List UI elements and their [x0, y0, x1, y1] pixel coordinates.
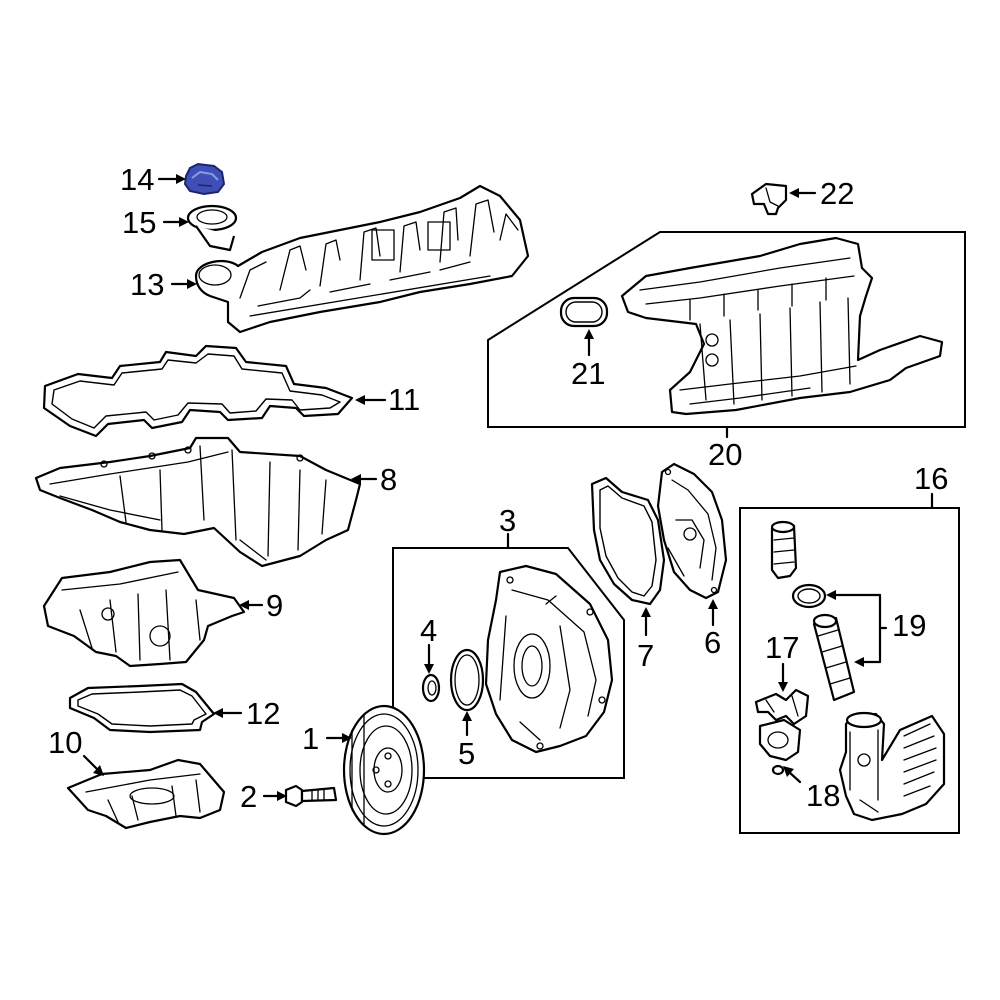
callout-3: 3: [499, 503, 516, 538]
callout-16: 16: [914, 461, 948, 496]
oil-filter-group-box: [739, 507, 960, 834]
callout-10: 10: [48, 725, 82, 760]
leader-18: [787, 770, 802, 784]
leader-10: [82, 754, 100, 772]
callout-1: 1: [302, 721, 319, 756]
filler-neck-seal-part[interactable]: [186, 204, 238, 252]
callout-8: 8: [380, 462, 397, 497]
callout-11: 11: [388, 382, 420, 417]
housing-cover-part[interactable]: [656, 462, 728, 600]
oil-hose-part[interactable]: [754, 688, 810, 726]
arrow-6: [708, 599, 718, 609]
arrow-4: [424, 664, 434, 674]
arrow-15: [179, 217, 189, 227]
callout-2: 2: [240, 779, 257, 814]
arrow-17: [778, 682, 788, 692]
callout-14: 14: [120, 162, 154, 197]
arrow-19b: [854, 657, 864, 667]
arrow-12: [213, 708, 223, 718]
callout-6: 6: [704, 625, 721, 660]
arrow-10: [93, 765, 104, 776]
timing-cover-part[interactable]: [484, 564, 614, 754]
oil-pan-lower-part[interactable]: [42, 558, 246, 668]
callout-5: 5: [458, 736, 475, 771]
arrow-7: [641, 607, 651, 617]
oil-filter-element-part[interactable]: [812, 613, 856, 702]
oil-pan-upper-part[interactable]: [34, 436, 362, 568]
valve-cover-gasket-part[interactable]: [42, 344, 354, 438]
bracket-part[interactable]: [750, 182, 788, 216]
arrow-5: [462, 711, 472, 721]
arrow-2: [277, 791, 287, 801]
intercooler-group-box: [487, 231, 966, 428]
callout-13: 13: [130, 267, 164, 302]
cover-gasket-part[interactable]: [590, 476, 666, 606]
arrow-8: [351, 474, 361, 484]
callout-20: 20: [708, 437, 742, 472]
arrow-1: [342, 733, 352, 743]
arrow-11: [355, 395, 365, 405]
callout-15: 15: [122, 205, 156, 240]
callout-22: 22: [820, 176, 854, 211]
oil-pan-cover-part[interactable]: [66, 758, 226, 830]
filter-adapter-part[interactable]: [758, 718, 802, 776]
callout-21: 21: [571, 356, 605, 391]
callout-12: 12: [246, 696, 280, 731]
intercooler-seal-part[interactable]: [559, 296, 609, 328]
oil-pan-gasket-part[interactable]: [68, 682, 216, 734]
valve-cover-part[interactable]: [194, 184, 530, 334]
front-seal-oring-part[interactable]: [449, 648, 485, 712]
arrow-13: [187, 279, 197, 289]
small-seal-part[interactable]: [421, 673, 441, 703]
crankshaft-pulley-part[interactable]: [342, 704, 426, 836]
arrow-9: [239, 600, 249, 610]
oil-filler-cap-part[interactable]: [183, 162, 226, 196]
arrow-22: [789, 188, 799, 198]
arrow-18: [783, 766, 794, 777]
callout-18: 18: [806, 778, 840, 813]
callout-9: 9: [266, 588, 283, 623]
filter-oring-part[interactable]: [791, 583, 827, 609]
pulley-bolt-part[interactable]: [284, 784, 338, 808]
callout-7: 7: [637, 638, 654, 673]
callout-19: 19: [892, 608, 926, 643]
arrow-19a: [826, 590, 836, 600]
oil-filter-cartridge-part[interactable]: [770, 520, 798, 580]
callout-4: 4: [420, 613, 437, 648]
intercooler-part[interactable]: [620, 236, 944, 416]
arrow-14: [176, 174, 186, 184]
oil-filter-housing-part[interactable]: [838, 711, 946, 822]
callout-17: 17: [765, 630, 799, 665]
arrow-21: [584, 329, 594, 339]
leader-19: [830, 593, 888, 664]
